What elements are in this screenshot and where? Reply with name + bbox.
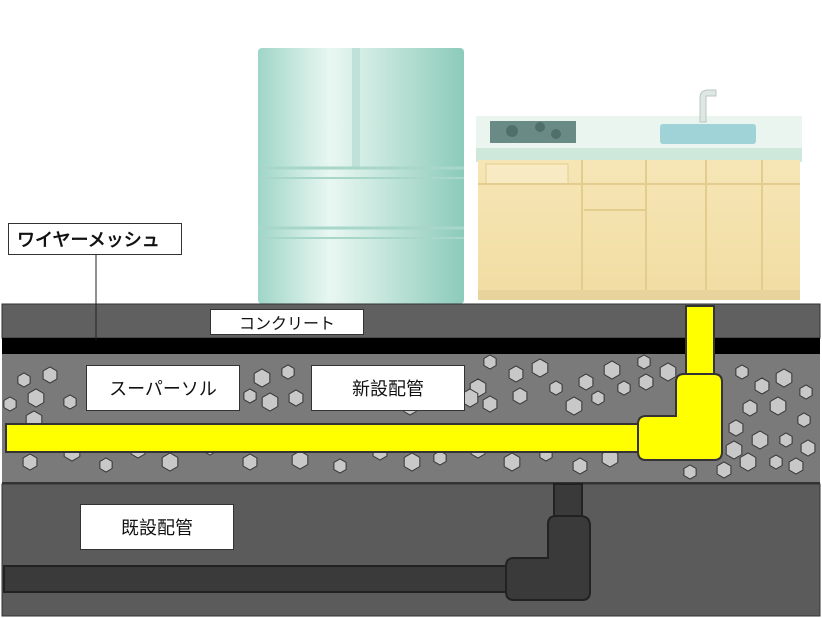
aggregate-hexagon [735, 364, 749, 380]
aggregate-hexagon [578, 373, 594, 391]
wire-mesh-label: ワイヤーメッシュ [8, 223, 182, 255]
aggregate-hexagon [243, 388, 257, 404]
aggregate-hexagon [659, 362, 677, 382]
aggregate-hexagon [799, 384, 813, 400]
aggregate-hexagon [253, 368, 271, 388]
aggregate-hexagon [572, 457, 588, 475]
existing-pipe [3, 483, 591, 601]
aggregate-hexagon [591, 390, 605, 406]
new-pipe-label: 新設配管 [311, 365, 465, 411]
wire-mesh-layer [2, 338, 820, 354]
aggregate-hexagon [27, 388, 45, 408]
concrete-label: コンクリート [210, 309, 364, 335]
aggregate-hexagon [433, 450, 447, 466]
aggregate-hexagon [739, 452, 757, 472]
aggregate-hexagon [161, 452, 179, 472]
aggregate-hexagon [281, 364, 295, 380]
aggregate-hexagon [683, 464, 697, 480]
aggregate-hexagon [288, 389, 304, 407]
faucet-icon [699, 89, 717, 123]
existing-pipe-label: 既設配管 [80, 504, 234, 550]
aggregate-hexagons [3, 354, 816, 480]
aggregate-hexagon [531, 358, 549, 378]
aggregate-hexagon [788, 457, 804, 475]
aggregate-hexagon [333, 458, 347, 474]
aggregate-hexagon [751, 430, 769, 450]
refrigerator [258, 48, 464, 304]
concrete-layer [1, 303, 821, 339]
aggregate-hexagon [800, 439, 816, 457]
aggregate-hexagon [99, 457, 113, 473]
aggregate-hexagon [503, 452, 521, 472]
aggregate-hexagon [638, 373, 654, 391]
aggregate-hexagon [3, 396, 17, 412]
aggregate-hexagon [617, 380, 631, 396]
aggregate-hexagon [728, 419, 744, 437]
aggregate-hexagon [775, 368, 793, 388]
aggregate-hexagon [403, 452, 421, 472]
aggregate-hexagon [508, 365, 524, 383]
aggregate-hexagon [291, 450, 309, 470]
new-pipe [5, 305, 723, 461]
aggregate-hexagon [725, 440, 743, 460]
aggregate-hexagon [42, 366, 58, 384]
aggregate-hexagon [482, 395, 498, 413]
aggregate-hexagon [716, 461, 732, 479]
aggregate-hexagon [601, 448, 619, 468]
aggregate-hexagon [261, 392, 279, 412]
aggregate-hexagon [512, 387, 528, 405]
aggregate-hexagon [549, 380, 563, 396]
kitchen-cabinet [476, 89, 802, 300]
aggregate-hexagon [754, 377, 770, 395]
aggregate-hexagon [565, 396, 583, 416]
aggregate-hexagon [769, 396, 787, 416]
aggregate-hexagon [769, 454, 783, 470]
aggregate-hexagon [603, 360, 621, 380]
aggregate-hexagon [779, 432, 793, 448]
sink-icon [660, 124, 756, 144]
aggregate-hexagon [242, 453, 258, 471]
stove-icon [490, 121, 576, 143]
aggregate-hexagon [637, 354, 651, 370]
aggregate-hexagon [22, 453, 38, 471]
aggregate-hexagon [63, 394, 77, 410]
aggregate-hexagon [797, 412, 811, 428]
aggregate-hexagon [742, 399, 758, 417]
aggregate-hexagon [17, 372, 31, 388]
aggregate-hexagon [483, 354, 497, 370]
super-sol-label: スーパーソル [86, 365, 240, 411]
